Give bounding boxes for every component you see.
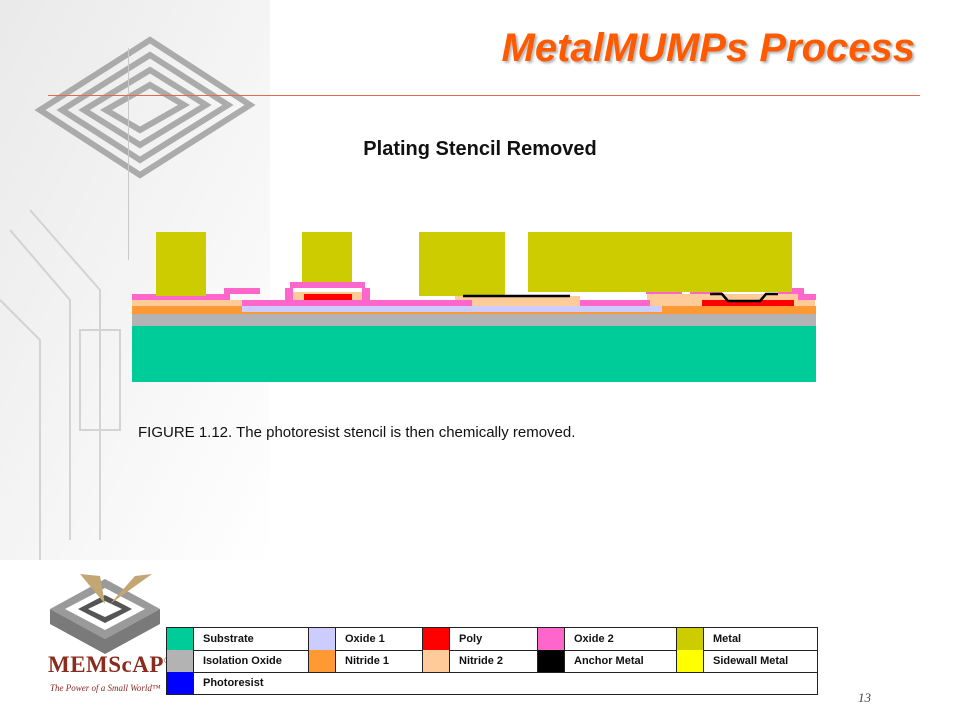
legend-label: Nitride 1	[336, 650, 423, 672]
memscap-logo-icon	[50, 574, 160, 654]
title-rule	[48, 95, 920, 96]
legend-label: Nitride 2	[450, 650, 538, 672]
metal-swatch	[677, 628, 704, 650]
oxide2-feature	[580, 300, 650, 306]
poly-swatch	[423, 628, 450, 650]
isolation-oxide-swatch	[167, 650, 194, 672]
title-vertical-rule	[128, 48, 129, 260]
nitride2-feature	[132, 300, 244, 306]
oxide2-swatch	[538, 628, 565, 650]
page-number: 13	[858, 690, 871, 705]
legend-row: Substrate Oxide 1 Poly Oxide 2 Metal	[167, 628, 817, 651]
anchor-metal-feature	[710, 292, 778, 303]
oxide2-feature	[285, 288, 293, 302]
oxide2-feature	[242, 300, 472, 306]
figure-caption: FIGURE 1.12. The photoresist stencil is …	[138, 424, 576, 441]
logo-wordmark: MEMScAP®	[48, 652, 171, 677]
process-cross-section	[132, 232, 816, 382]
legend-label: Substrate	[194, 628, 309, 650]
oxide1-swatch	[309, 628, 336, 650]
isolation-oxide-layer	[132, 314, 816, 326]
anchor-metal-swatch	[538, 650, 565, 672]
oxide2-feature	[224, 288, 260, 294]
logo-tagline: The Power of a Small World™	[50, 683, 161, 693]
legend-label: Anchor Metal	[565, 650, 677, 672]
poly-feature	[304, 294, 352, 300]
legend-row: Photoresist	[167, 672, 817, 694]
oxide2-feature	[362, 288, 370, 302]
legend-label: Sidewall Metal	[713, 655, 789, 667]
sidewall-metal-swatch	[677, 650, 704, 672]
diagram-title: Plating Stencil Removed	[363, 138, 597, 160]
poly-feature	[702, 300, 794, 306]
oxide2-feature	[290, 282, 365, 288]
legend-label: Oxide 1	[336, 628, 423, 650]
nitride2-feature	[455, 296, 580, 306]
metal-feature	[302, 232, 352, 282]
legend-label: Oxide 2	[565, 628, 677, 650]
photoresist-swatch	[167, 672, 194, 694]
material-legend: Substrate Oxide 1 Poly Oxide 2 Metal Iso…	[166, 627, 818, 695]
nitride2-swatch	[423, 650, 450, 672]
metal-feature	[528, 232, 792, 292]
oxide2-feature	[798, 294, 816, 300]
oxide2-feature	[132, 294, 230, 300]
metal-feature	[419, 232, 505, 296]
nitride1-swatch	[309, 650, 336, 672]
legend-row: Isolation Oxide Nitride 1 Nitride 2 Anch…	[167, 650, 817, 673]
legend-label: Photoresist	[203, 677, 264, 689]
slide-title: MetalMUMPs Process	[501, 26, 915, 70]
metal-feature	[156, 232, 206, 296]
substrate-layer	[132, 326, 816, 382]
oxide1-layer	[242, 306, 662, 312]
legend-label: Isolation Oxide	[194, 650, 309, 672]
substrate-swatch	[167, 628, 194, 650]
legend-label: Metal	[713, 633, 742, 645]
legend-label: Poly	[450, 628, 538, 650]
